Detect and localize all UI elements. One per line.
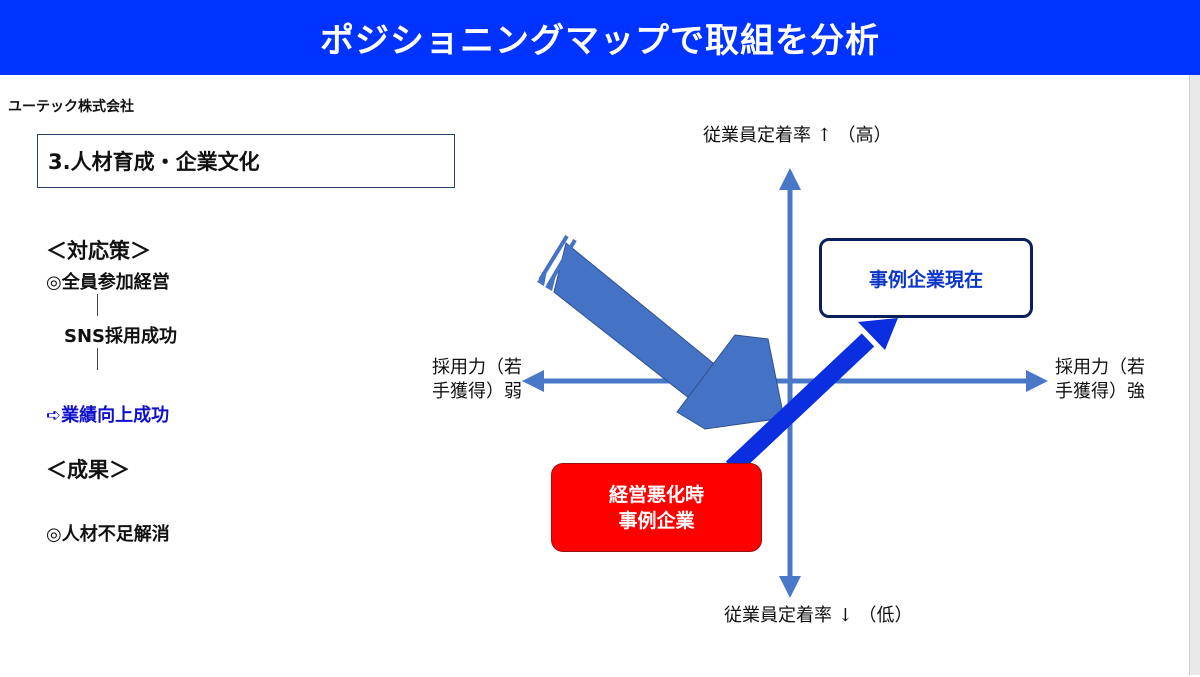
- crisis-label-line2: 事例企業: [618, 509, 695, 532]
- axis-arrow-up: [779, 168, 801, 190]
- axis-label-left-line2: 手獲得）弱: [432, 381, 522, 402]
- connector-line-1: [97, 294, 98, 316]
- axis-label-right-line2: 手獲得）強: [1055, 381, 1145, 402]
- axis-label-right: 採用力（若 手獲得）強: [1055, 356, 1145, 404]
- section-title: 3.人材育成・企業文化: [48, 150, 260, 174]
- axis-label-right-line1: 採用力（若: [1055, 357, 1145, 378]
- current-company-label: 事例企業現在: [868, 268, 983, 291]
- axis-label-left: 採用力（若 手獲得）弱: [432, 356, 522, 404]
- axis-label-bottom: 従業員定着率 ↓ （低）: [724, 605, 913, 626]
- crisis-company-box: 経営悪化時 事例企業: [551, 463, 762, 552]
- axis-label-left-line1: 採用力（若: [432, 357, 522, 378]
- section-title-box: 3.人材育成・企業文化: [37, 134, 455, 188]
- scrollbar-strip[interactable]: [1189, 75, 1200, 675]
- axis-label-top: 従業員定着率 ↑ （高）: [703, 125, 892, 146]
- company-name: ユーテック株式会社: [8, 99, 134, 115]
- measure-item-sns: SNS採用成功: [64, 326, 177, 347]
- axis-arrow-left: [522, 370, 544, 392]
- measure-item-performance: ➪業績向上成功: [46, 405, 170, 426]
- crisis-label-line1: 経営悪化時: [608, 483, 704, 506]
- result-item-shortage-resolved: ◎人材不足解消: [46, 524, 170, 545]
- title-bar: ポジショニングマップで取組を分析: [0, 0, 1200, 75]
- measures-heading: ＜対応策＞: [46, 239, 151, 263]
- improvement-arrow: [725, 318, 898, 475]
- page-title: ポジショニングマップで取組を分析: [320, 21, 880, 61]
- current-company-box: 事例企業現在: [819, 238, 1033, 318]
- results-heading: ＜成果＞: [46, 458, 130, 482]
- connector-line-2: [97, 348, 98, 370]
- axis-arrow-right: [1026, 370, 1048, 392]
- axis-arrow-down: [779, 576, 801, 598]
- measure-item-all-participation: ◎全員参加経営: [46, 272, 170, 293]
- big-diagonal-arrow: [537, 234, 785, 430]
